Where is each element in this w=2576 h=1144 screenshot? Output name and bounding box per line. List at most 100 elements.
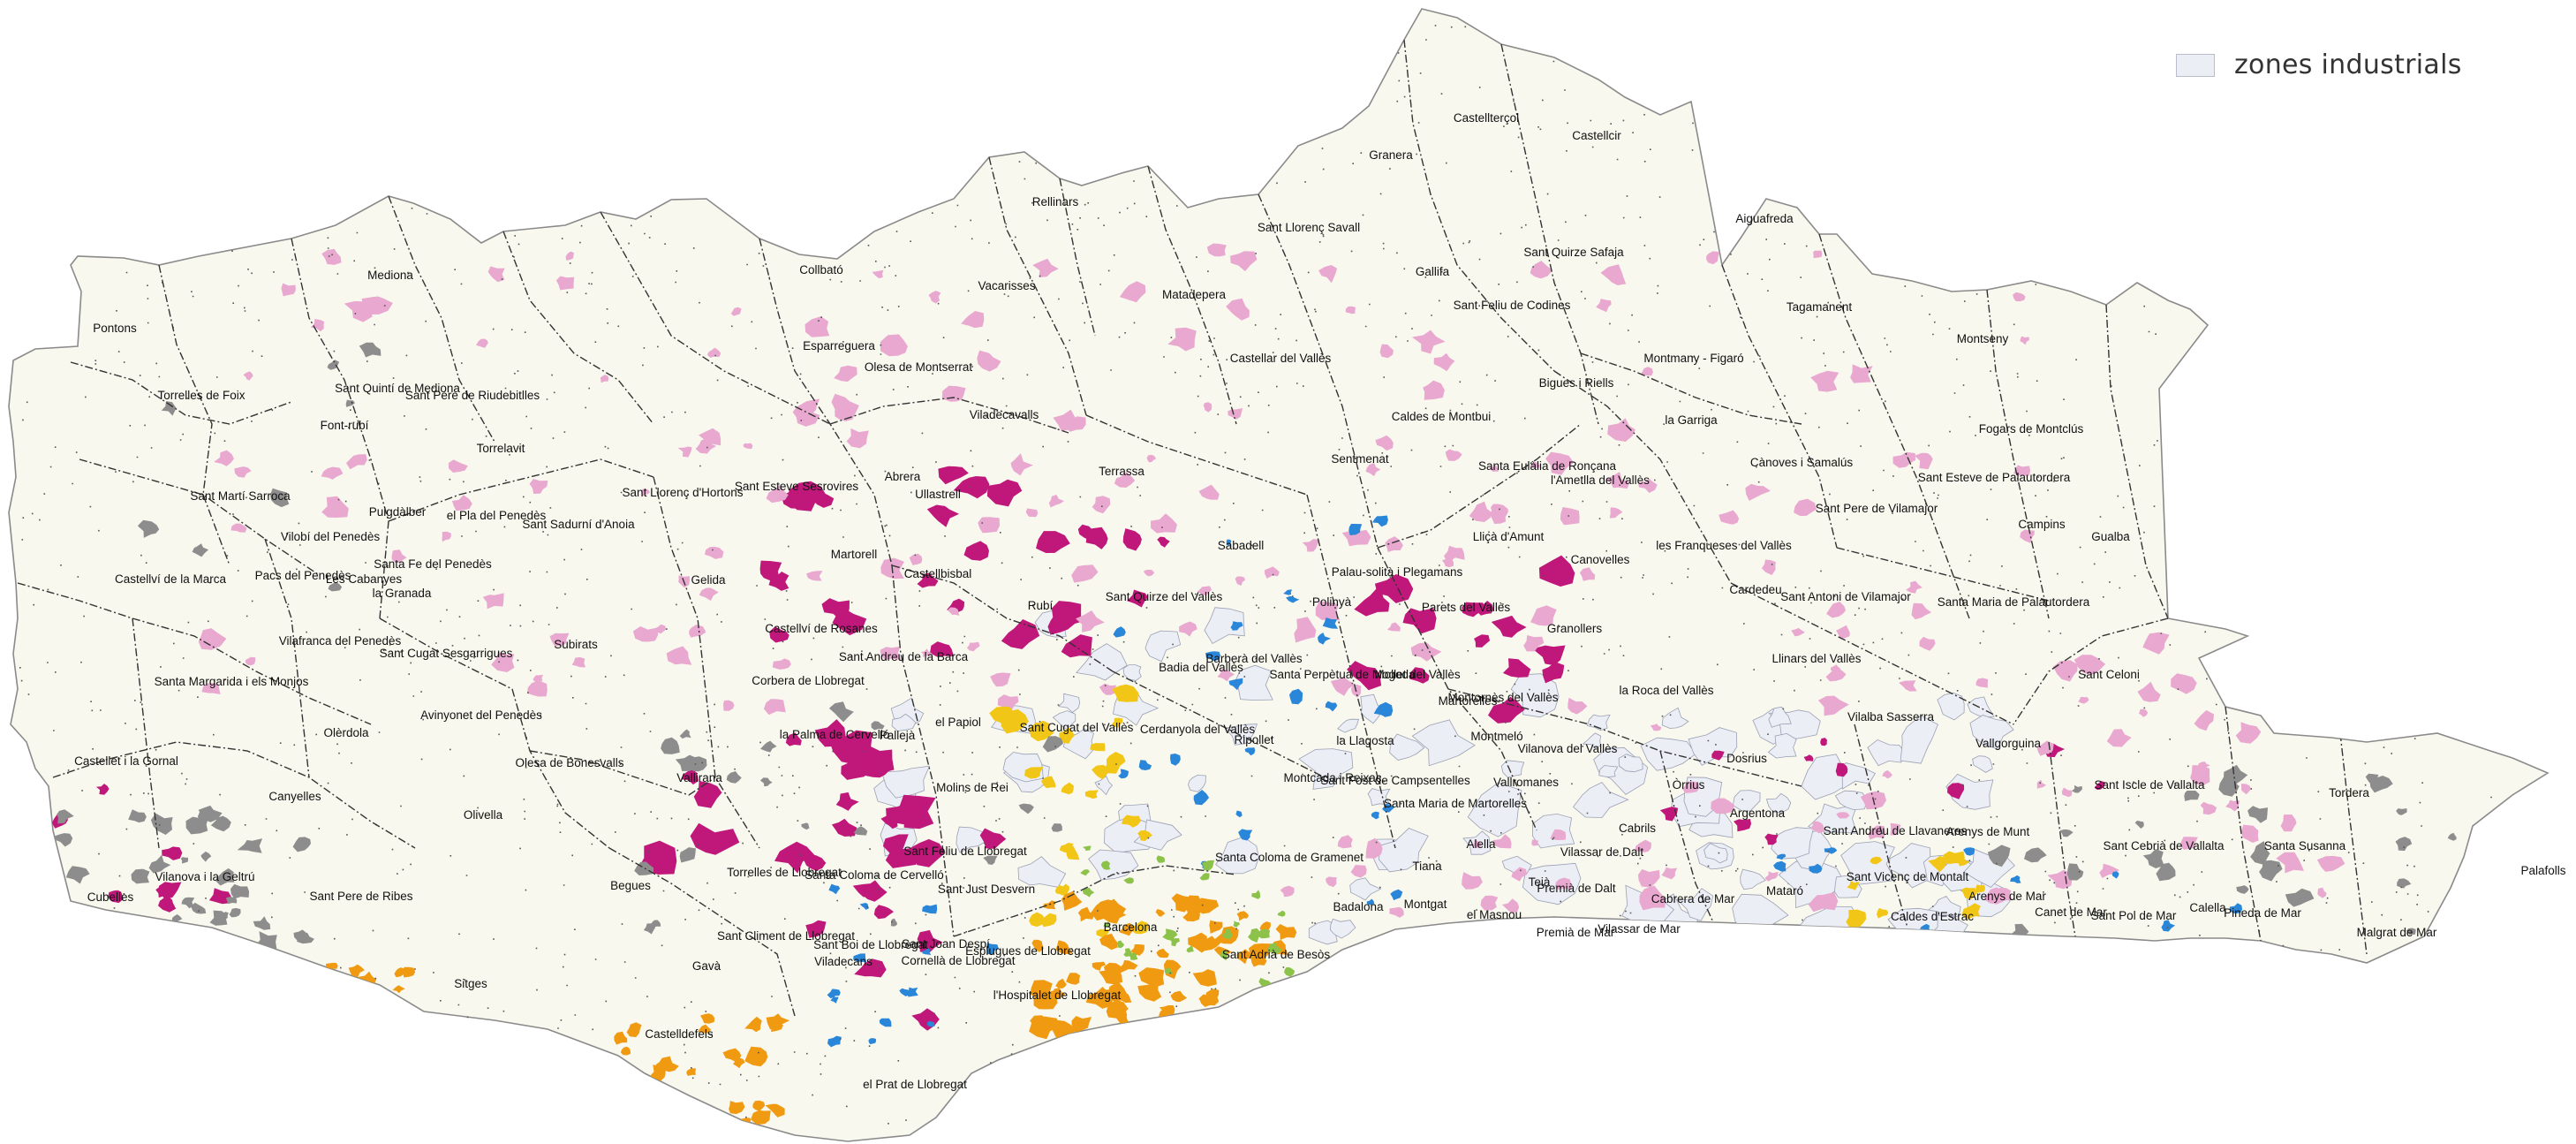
- pink-zone-patch: [1882, 769, 1892, 779]
- pink-zone-patch: [1579, 567, 1596, 581]
- pink-zone-patch: [1230, 251, 1258, 272]
- place-label-sant-cugat-sesgarrigues: Sant Cugat Sesgarrigues: [380, 647, 513, 660]
- pink-zone-patch: [487, 266, 505, 283]
- pink-zone-patch: [666, 646, 692, 665]
- pink-zone-patch: [1641, 367, 1653, 376]
- industrial-zone-patch: [1867, 739, 1907, 767]
- pink-zone-patch: [1330, 676, 1356, 696]
- place-label-molins-de-rei: Molins de Rei: [936, 781, 1008, 794]
- magenta-zone-patch: [882, 834, 909, 856]
- place-label-caldes-de-montbui: Caldes de Montbui: [1392, 410, 1492, 423]
- pink-zone-patch: [1745, 483, 1771, 501]
- industrial-zone-patch: [1017, 856, 1067, 888]
- place-label-ullastrell: Ullastrell: [915, 488, 961, 501]
- pink-zone-patch: [695, 438, 716, 454]
- magenta-zone-patch: [917, 572, 939, 588]
- place-label-subirats: Subirats: [554, 638, 598, 651]
- place-label-arenys-de-munt: Arenys de Munt: [1946, 825, 2030, 838]
- pink-zone-patch: [2074, 655, 2106, 675]
- place-label-sant-cebria-de-vallalta: Sant Cebrià de Vallalta: [2103, 839, 2225, 852]
- place-label-el-masnou: el Masnou: [1467, 908, 1522, 921]
- place-label-campins: Campins: [2018, 518, 2066, 531]
- orange-zone-patch: [1138, 967, 1165, 988]
- pink-zone-patch: [1462, 872, 1483, 890]
- pink-zone-patch: [977, 350, 1001, 372]
- pink-zone-patch: [2013, 465, 2030, 476]
- place-label-canovelles: Canovelles: [1571, 553, 1630, 566]
- pink-zone-patch: [2276, 852, 2304, 874]
- place-label-gava: Gavà: [692, 959, 721, 973]
- yellow-zone-patch: [1061, 782, 1074, 795]
- magenta-zone-patch: [917, 929, 943, 953]
- pink-zone-patch: [1639, 885, 1666, 911]
- pink-zone-patch: [1511, 867, 1528, 882]
- pink-zone-patch: [1379, 344, 1394, 359]
- pink-zone-patch: [2190, 765, 2210, 786]
- industrial-zone-patch: [1661, 707, 1689, 729]
- pink-zone-patch: [1228, 408, 1243, 420]
- pink-zone-patch: [2013, 292, 2026, 302]
- pink-zone-patch: [1235, 576, 1245, 586]
- place-label-palau-solita-i-plegamans: Palau-solità i Plegamans: [1332, 565, 1463, 579]
- industrial-zone-patch: [1618, 754, 1643, 773]
- magenta-zone-patch: [1474, 634, 1490, 648]
- place-label-l-ametlla-del-valles: l'Ametlla del Vallès: [1551, 474, 1650, 487]
- place-label-sant-pere-de-ribes: Sant Pere de Ribes: [309, 890, 412, 903]
- industrial-zone-patch: [1144, 630, 1182, 663]
- yellow-zone-patch: [1137, 830, 1152, 841]
- pink-zone-patch: [198, 628, 227, 650]
- pink-zone-patch: [2235, 722, 2262, 744]
- place-label-font-rubi: Font-rubí: [321, 419, 369, 432]
- magenta-zone-patch: [1659, 807, 1679, 822]
- place-label-les-franqueses-del-valles: les Franqueses del Vallès: [1656, 539, 1792, 552]
- magenta-zone-patch: [835, 792, 859, 811]
- pink-zone-patch: [2099, 863, 2119, 878]
- pink-zone-patch: [705, 546, 724, 559]
- place-label-palleja: Pallejà: [880, 729, 916, 742]
- industrial-zone-patch: [1360, 693, 1385, 724]
- pink-zone-patch: [2240, 824, 2259, 843]
- pink-zone-patch: [1764, 871, 1779, 882]
- place-label-sant-pere-de-vilamajor: Sant Pere de Vilamajor: [1816, 502, 1938, 515]
- pink-zone-patch: [1341, 529, 1371, 547]
- industrial-zone-patch: [1215, 836, 1259, 875]
- pink-zone-patch: [1711, 798, 1735, 814]
- place-label-sant-esteve-sesrovires: Sant Esteve Sesrovires: [735, 480, 859, 493]
- industrial-zone-patch: [1888, 843, 1931, 889]
- pink-zone-patch: [310, 319, 325, 332]
- place-label-vilafranca-del-penedes: Vilafranca del Penedès: [279, 634, 402, 648]
- place-label-puigdalber: Puigdàlber: [369, 505, 427, 519]
- industrial-zone-patch: [1765, 792, 1792, 814]
- place-label-mediona: Mediona: [367, 269, 413, 282]
- pink-zone-patch: [2137, 681, 2161, 702]
- pink-zone-patch: [797, 398, 820, 415]
- pink-zone-patch: [2225, 799, 2240, 812]
- place-label-l-hospitalet-de-llobregat: l'Hospitalet de Llobregat: [993, 989, 1122, 1002]
- pink-zone-patch: [1025, 508, 1039, 518]
- pink-zone-patch: [1813, 250, 1823, 259]
- magenta-zone-patch: [1764, 833, 1779, 845]
- place-label-mataro: Mataró: [1766, 884, 1803, 898]
- industrial-zone-patch: [1900, 715, 1939, 764]
- industrial-zone-patch: [1122, 664, 1142, 681]
- yellow-zone-patch: [1029, 912, 1046, 928]
- pink-zone-patch: [831, 393, 859, 415]
- pink-zone-patch: [1836, 812, 1850, 819]
- place-label-la-granada: la Granada: [373, 587, 432, 600]
- magenta-zone-patch: [1820, 738, 1827, 746]
- yellow-zone-patch: [1847, 881, 1860, 890]
- place-label-sitges: Sitges: [454, 977, 487, 990]
- pink-zone-patch: [1531, 839, 1539, 846]
- pink-zone-patch: [641, 489, 650, 497]
- place-label-sant-antoni-de-vilamajor: Sant Antoni de Vilamajor: [1780, 590, 1911, 603]
- magenta-zone-patch: [108, 890, 124, 904]
- place-label-la-llagosta: la Llagosta: [1336, 734, 1394, 747]
- pink-zone-patch: [565, 251, 575, 261]
- pink-zone-patch: [1265, 566, 1280, 579]
- pink-zone-patch: [699, 587, 719, 601]
- pink-zone-patch: [2171, 673, 2197, 694]
- place-label-palafolls: Palafolls: [2520, 864, 2565, 877]
- magenta-zone-patch: [1157, 536, 1170, 548]
- pink-zone-patch: [1032, 258, 1059, 278]
- industrial-zone-patch: [1522, 862, 1582, 905]
